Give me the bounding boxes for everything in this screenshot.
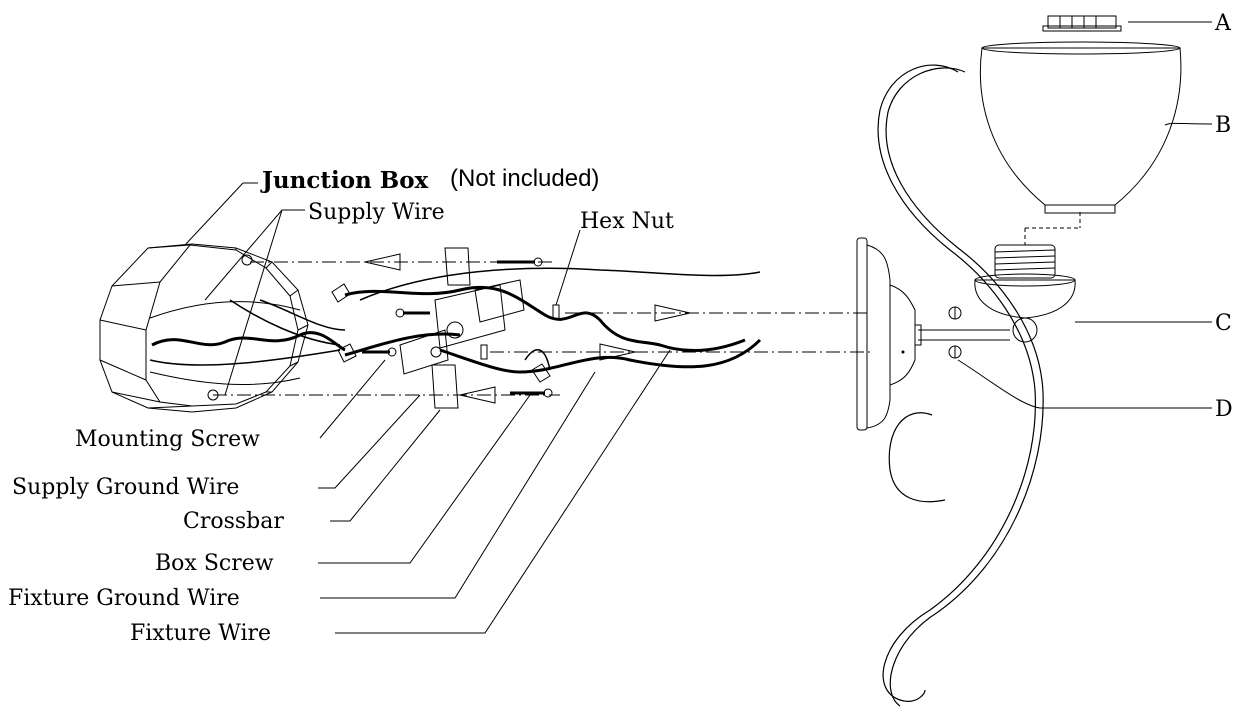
fixture-wire-label: Fixture Wire <box>130 621 271 646</box>
finial-nut <box>1042 15 1122 32</box>
fixture-ground-wire-label: Fixture Ground Wire <box>8 586 240 611</box>
junction-box-label: Junction Box <box>260 167 429 194</box>
labels: Junction Box (Not included) Supply Wire … <box>8 11 1233 646</box>
callout-b: B <box>1215 113 1231 138</box>
screws <box>362 257 553 398</box>
hex-nuts <box>480 304 560 360</box>
wire-nuts <box>331 283 551 383</box>
socket-cup <box>974 273 1076 343</box>
fixture-wires <box>344 267 762 374</box>
box-screw-label: Box Screw <box>155 551 274 576</box>
glass-shade <box>979 41 1182 214</box>
fixture-arm <box>877 64 1044 707</box>
supply-wires <box>149 299 346 366</box>
hex-nut-label: Hex Nut <box>580 209 674 234</box>
callout-a: A <box>1214 11 1232 36</box>
supply-ground-wire-label: Supply Ground Wire <box>12 475 239 500</box>
assembly-guide-lines <box>213 253 870 404</box>
mounting-nuts <box>948 306 962 359</box>
not-included-label: (Not included) <box>450 165 599 192</box>
crossbar-label: Crossbar <box>183 509 284 534</box>
crossbar <box>399 247 525 409</box>
supply-wire-label: Supply Wire <box>308 200 445 225</box>
mounting-screw-label: Mounting Screw <box>75 427 260 452</box>
wall-backplate <box>856 237 916 431</box>
light-socket <box>994 212 1081 279</box>
leader-lines <box>184 21 1213 634</box>
callout-c: C <box>1215 311 1232 336</box>
junction-box <box>99 243 309 413</box>
callout-d: D <box>1215 397 1233 422</box>
